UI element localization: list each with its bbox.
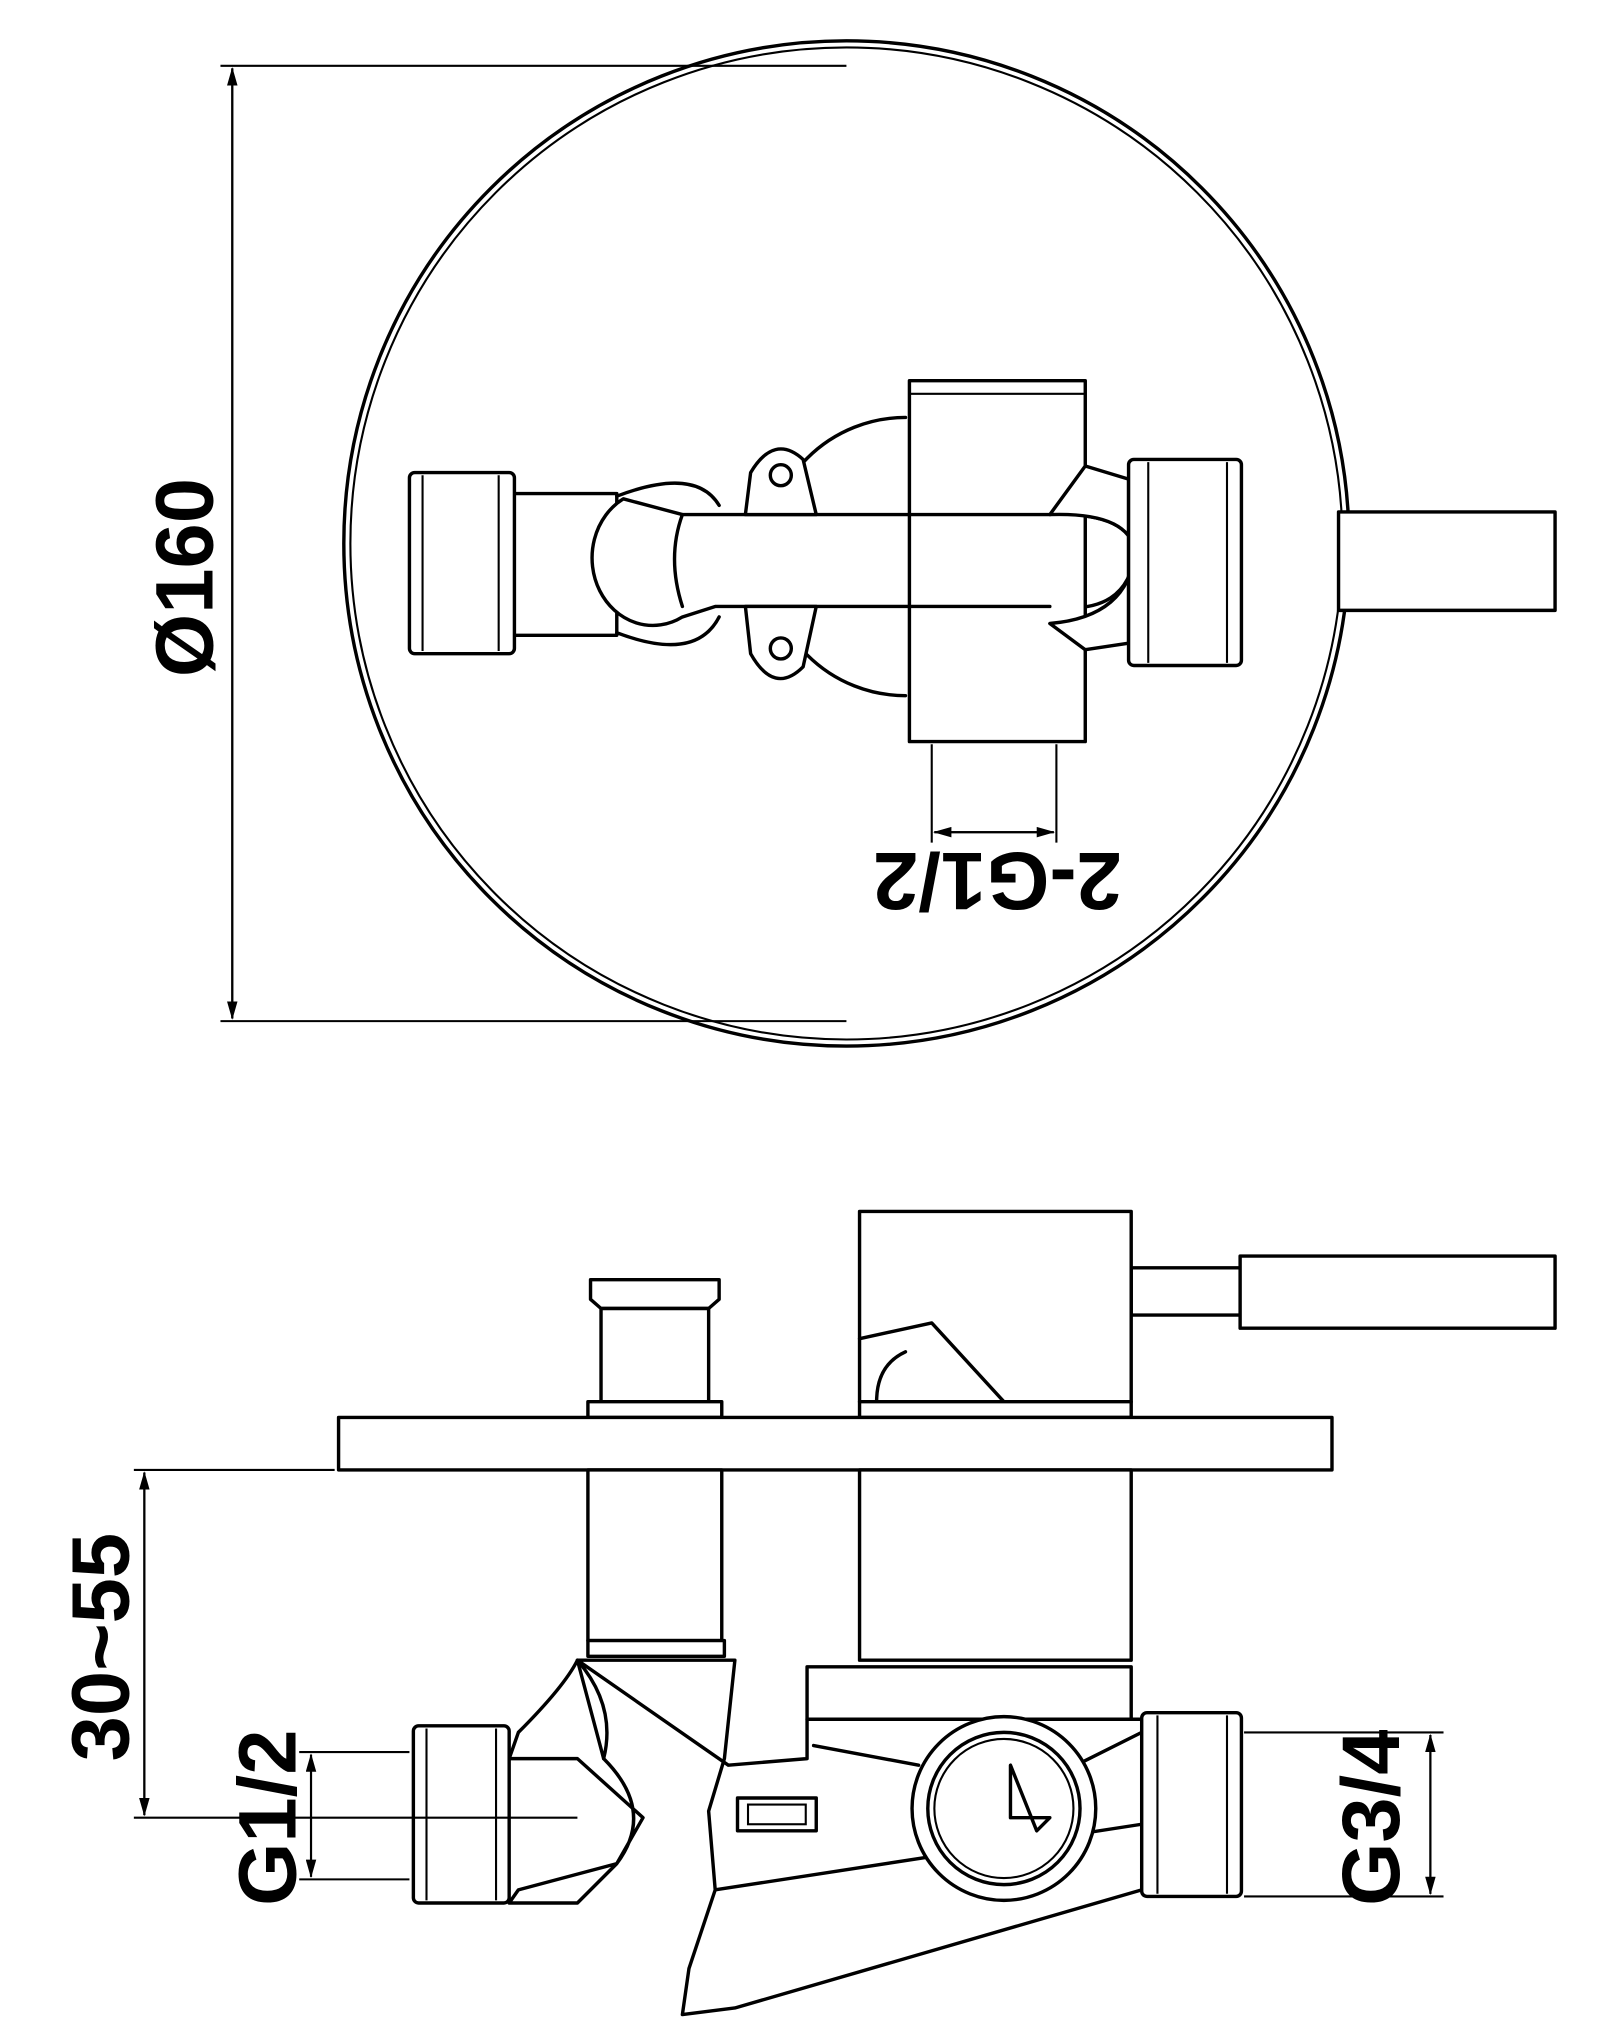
outlet-dimension: G3/4 (1244, 1729, 1444, 1906)
side-lever (857, 1209, 1557, 1420)
lever-handle (1336, 510, 1557, 613)
diverter-stem (586, 1468, 724, 1643)
depth-dimension: 30~55 (56, 1468, 578, 1819)
side-right-outlet (1139, 1710, 1244, 1899)
diverter-collar (586, 1638, 727, 1658)
cartridge-sleeve (857, 1468, 1133, 1662)
side-left-inlet (411, 1724, 511, 1905)
diameter-dimension: Ø160 (140, 64, 847, 1023)
diameter-label: Ø160 (140, 478, 231, 677)
valve-body (907, 379, 1137, 744)
cartridge-nut (805, 1665, 1133, 1721)
mounting-bracket (743, 447, 818, 681)
inlet-label: G1/2 (222, 1729, 313, 1905)
right-inlet (1126, 457, 1244, 668)
left-inlet (407, 470, 619, 656)
outlet-spacing-dimension: 2-G1/2 (873, 744, 1122, 926)
outlet-label: 2-G1/2 (873, 835, 1122, 926)
valve-port (910, 1714, 1098, 1903)
diverter-knob (586, 1277, 724, 1420)
cover-plate-side (336, 1415, 1334, 1472)
depth-label: 30~55 (56, 1533, 147, 1762)
side-view: 30~55 G1/2 G3/4 (56, 1209, 1557, 2017)
outlet-size-label: G3/4 (1326, 1729, 1417, 1905)
top-view: Ø160 2-G1/2 (140, 39, 1557, 1048)
inlet-dimension: G1/2 (222, 1729, 410, 1906)
